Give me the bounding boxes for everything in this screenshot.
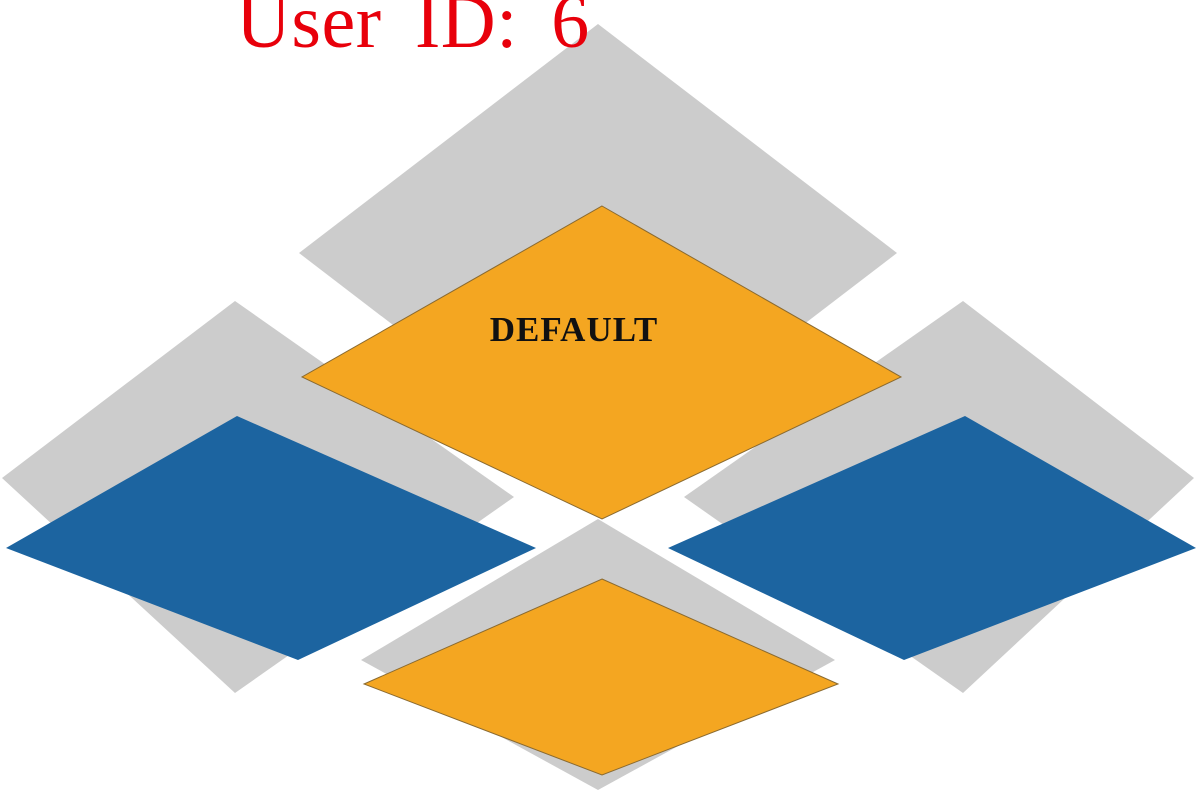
- user-id-title: User ID: 6: [236, 0, 590, 64]
- left-blue-diamond[interactable]: [6, 416, 536, 660]
- default-orange-diamond[interactable]: [300, 205, 903, 520]
- default-tile-label: DEFAULT: [489, 310, 659, 349]
- bottom-orange-diamond[interactable]: [362, 578, 840, 776]
- right-blue-diamond[interactable]: [668, 416, 1196, 660]
